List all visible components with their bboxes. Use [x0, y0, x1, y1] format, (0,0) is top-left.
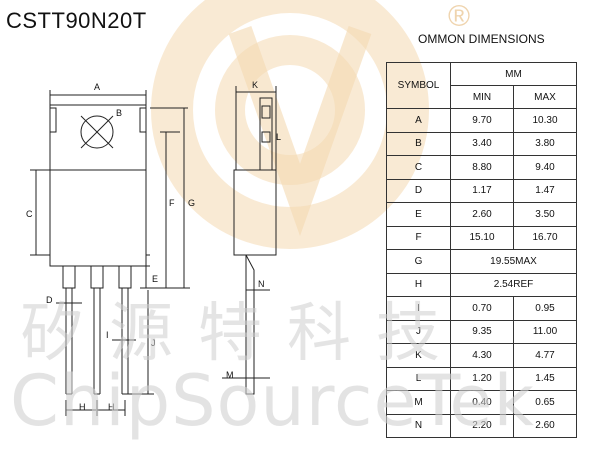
symbol-header: SYMBOL: [386, 62, 451, 109]
row-symbol: H: [386, 272, 451, 297]
row-max: 11.00: [513, 319, 577, 344]
label-J: J: [151, 338, 156, 348]
lead-3-shoulder: [118, 265, 132, 289]
row-min: 9.70: [450, 108, 514, 133]
label-D: D: [46, 295, 53, 305]
side-lead: [245, 254, 255, 395]
tab-outline: [49, 104, 147, 171]
row-symbol: M: [386, 390, 451, 415]
min-header: MIN: [450, 85, 514, 109]
label-B: B: [116, 108, 122, 118]
row-min: 0.40: [450, 390, 514, 415]
row-max: 10.30: [513, 108, 577, 133]
watermark-english: ChipSourceTek: [10, 360, 536, 442]
row-max: 1.45: [513, 366, 577, 391]
watermark-chinese: 矽源特科技: [20, 297, 465, 371]
row-symbol: E: [386, 202, 451, 227]
lead-1-shoulder: [62, 265, 76, 289]
row-max: 0.65: [513, 390, 577, 415]
mounting-hole: [80, 115, 114, 149]
row-max: 9.40: [513, 155, 577, 180]
label-C: C: [26, 209, 33, 219]
label-N: N: [258, 279, 265, 289]
row-min: 1.17: [450, 178, 514, 203]
row-symbol: B: [386, 131, 451, 156]
row-max: 16.70: [513, 225, 577, 250]
package-drawing: A B C D E F G H H I J K L M N: [26, 80, 281, 416]
row-min: 9.35: [450, 319, 514, 344]
row-min: 4.30: [450, 343, 514, 368]
row-min: 15.10: [450, 225, 514, 250]
tab-notch-left: [49, 107, 57, 133]
dimensions-title: OMMON DIMENSIONS: [418, 32, 545, 46]
row-min: 2.60: [450, 202, 514, 227]
row-symbol: A: [386, 108, 451, 133]
lead-2-shoulder: [90, 265, 104, 289]
row-min: 2.20: [450, 413, 514, 438]
row-symbol: D: [386, 178, 451, 203]
row-min: 3.40: [450, 131, 514, 156]
label-G: G: [188, 198, 195, 208]
row-symbol: J: [386, 319, 451, 344]
label-F: F: [169, 198, 175, 208]
label-K: K: [252, 80, 258, 90]
row-value: 19.55MAX: [450, 249, 577, 274]
label-L: L: [276, 132, 281, 142]
max-header: MAX: [513, 85, 577, 109]
row-max: 4.77: [513, 343, 577, 368]
row-symbol: L: [386, 366, 451, 391]
row-min: 0.70: [450, 296, 514, 321]
label-A: A: [94, 82, 100, 92]
tab-notch-right: [139, 107, 147, 133]
row-symbol: N: [386, 413, 451, 438]
row-min: 1.20: [450, 366, 514, 391]
label-H-2: H: [108, 402, 115, 412]
row-symbol: G: [386, 249, 451, 274]
label-E: E: [152, 274, 158, 284]
row-max: 1.47: [513, 178, 577, 203]
row-symbol: I: [386, 296, 451, 321]
label-M: M: [226, 370, 234, 380]
label-H-1: H: [79, 402, 86, 412]
row-max: 3.80: [513, 131, 577, 156]
page-title: CSTT90N20T: [6, 8, 147, 33]
row-symbol: F: [386, 225, 451, 250]
label-I: I: [106, 330, 109, 340]
body-outline: [49, 169, 147, 267]
row-symbol: C: [386, 155, 451, 180]
registered-mark: ®: [448, 0, 471, 33]
row-max: 2.60: [513, 413, 577, 438]
row-min: 8.80: [450, 155, 514, 180]
row-max: 3.50: [513, 202, 577, 227]
row-max: 0.95: [513, 296, 577, 321]
side-body: [233, 169, 277, 256]
row-value: 2.54REF: [450, 272, 577, 297]
unit-header: MM: [450, 62, 577, 86]
